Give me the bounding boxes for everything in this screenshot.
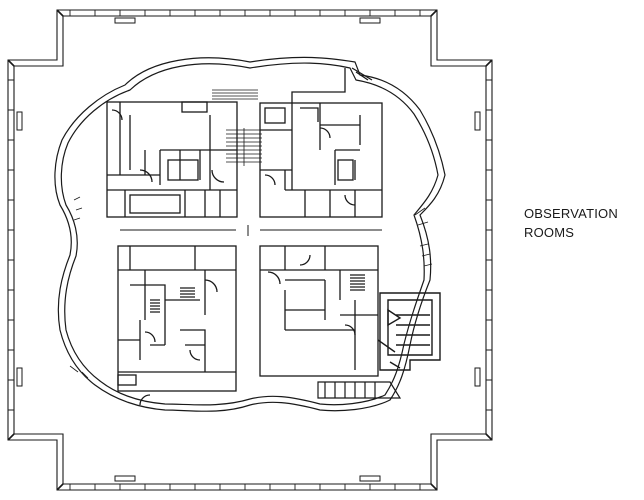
- curved-core-envelope: [54, 56, 446, 412]
- quadrant-bottom-right: [259, 245, 379, 377]
- label-line-1: OBSERVATION: [524, 206, 618, 221]
- window-mullions: [8, 10, 492, 490]
- quadrant-bottom-left: [117, 245, 237, 406]
- wall-vents: [16, 17, 481, 482]
- curved-lobe-details: [69, 196, 433, 379]
- quadrant-top-left: [106, 101, 238, 218]
- corner-details: [7, 9, 493, 491]
- outer-perimeter-wall: [7, 9, 493, 491]
- observation-rooms-label: OBSERVATION ROOMS: [524, 204, 618, 242]
- label-line-2: ROOMS: [524, 225, 575, 240]
- quadrant-top-right: [259, 67, 383, 218]
- central-stair: [212, 89, 262, 166]
- bottom-fan-room: [317, 381, 402, 399]
- elevator-block: [377, 292, 441, 371]
- cross-corridors: [120, 225, 382, 236]
